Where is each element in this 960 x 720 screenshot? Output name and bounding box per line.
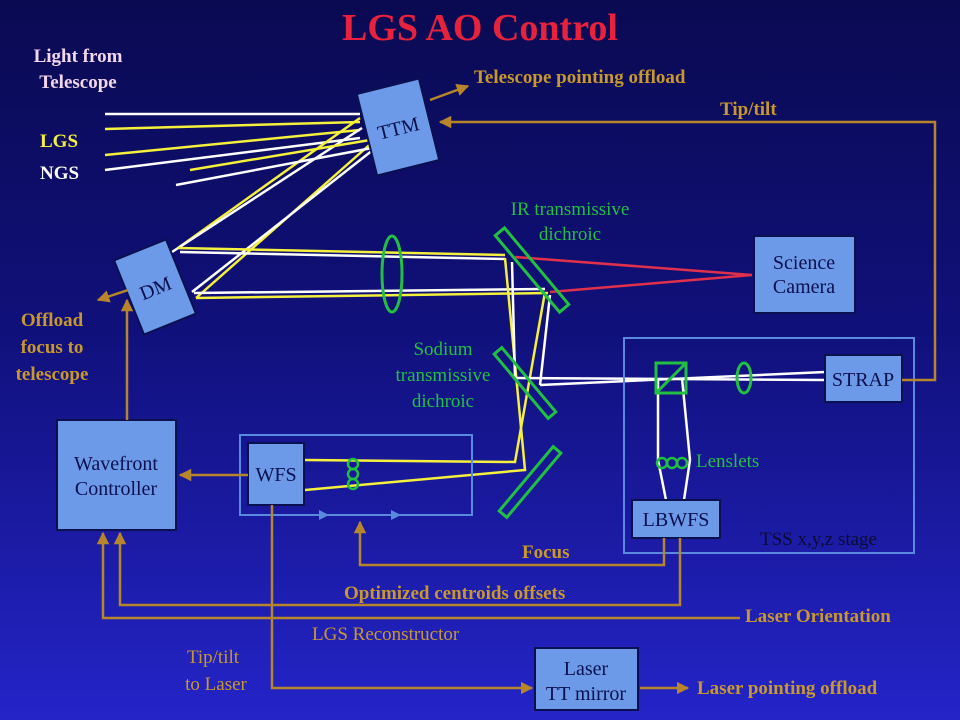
wfs-lenslets-icon [346,457,360,491]
wfs-label: WFS [255,464,296,486]
ttm-box[interactable]: TTM [355,77,441,177]
lbwfs-label: LBWFS [643,509,710,531]
science-camera-label-2: Camera [773,276,835,298]
laser-tt-label-2: TT mirror [546,683,627,705]
sodium-dichroic-label-3: dichroic [412,391,474,412]
centroids-arrow [113,531,682,607]
offload-focus-label-1: Offload [21,310,84,331]
sodium-dichroic-label-1: Sodium [413,339,472,360]
lbwfs-box[interactable]: LBWFS [631,499,721,539]
laser-tt-label-1: Laser [564,658,609,680]
sodium-dichroic-icon [492,345,558,421]
beamsplitter-icon [654,361,688,395]
control-arrows [96,84,937,695]
laser-pointing-label: Laser pointing offload [697,678,878,699]
wavefront-controller-box[interactable]: Wavefront Controller [56,419,177,531]
offload-focus-label-3: telescope [16,364,89,385]
strap-lens-icon [735,361,753,395]
lgs-reconstructor-label: LGS Reconstructor [312,624,460,645]
laser-tt-mirror-box[interactable]: Laser TT mirror [534,647,639,711]
science-beam [514,255,753,294]
lbwfs-lenslets-icon [655,456,689,470]
incoming-beams [104,112,361,172]
tss-stage-label: TSS x,y,z stage [760,529,877,550]
relay-lens-icon [380,234,404,314]
tip-tilt-laser-arrow [270,505,534,695]
ttm-to-dm-beams [171,116,379,299]
offload-focus-label-2: focus to [21,337,84,358]
ir-dichroic-label-1: IR transmissive [511,199,630,220]
tip-tilt-label: Tip/tilt [720,99,777,120]
dm-to-dichroic-beams [177,246,549,300]
ir-dichroic-label-2: dichroic [539,224,601,245]
telescope-offload-label: Telescope pointing offload [474,67,686,88]
tip-tilt-laser-label-1: Tip/tilt [187,647,240,668]
optics [380,225,753,520]
centroids-label: Optimized centroids offsets [344,583,565,604]
laser-orientation-label: Laser Orientation [745,606,891,627]
fold-mirror-icon [497,444,563,520]
lgs-label: LGS [40,131,78,152]
focus-arrow [353,520,666,567]
science-camera-label-1: Science [773,252,835,274]
laser-orientation-arrow [96,531,740,620]
tip-tilt-arrow [438,115,937,382]
page-title: LGS AO Control [342,7,618,49]
ir-dichroic-icon [493,225,571,315]
sodium-dichroic-label-2: transmissive [396,365,491,386]
strap-label: STRAP [832,369,894,391]
dm-box[interactable]: DM [112,238,198,336]
tip-tilt-laser-label-2: to Laser [185,674,247,695]
lenslets-label: Lenslets [696,451,759,472]
wavefront-controller-label-1: Wavefront [74,453,158,475]
wfs-box[interactable]: WFS [247,442,305,506]
light-from-label-2: Telescope [39,72,116,93]
offload-focus-arrow [96,288,129,303]
ngs-label: NGS [40,163,79,184]
telescope-offload-arrow [429,84,470,102]
light-from-label-1: Light from [34,46,123,67]
strap-box[interactable]: STRAP [824,354,903,403]
tss-beams [514,370,826,501]
science-camera-box[interactable]: Science Camera [753,235,856,314]
focus-label: Focus [522,542,570,563]
wfs-beams [304,257,552,492]
wavefront-controller-label-2: Controller [75,478,158,500]
tss-stage-outline [623,337,915,554]
